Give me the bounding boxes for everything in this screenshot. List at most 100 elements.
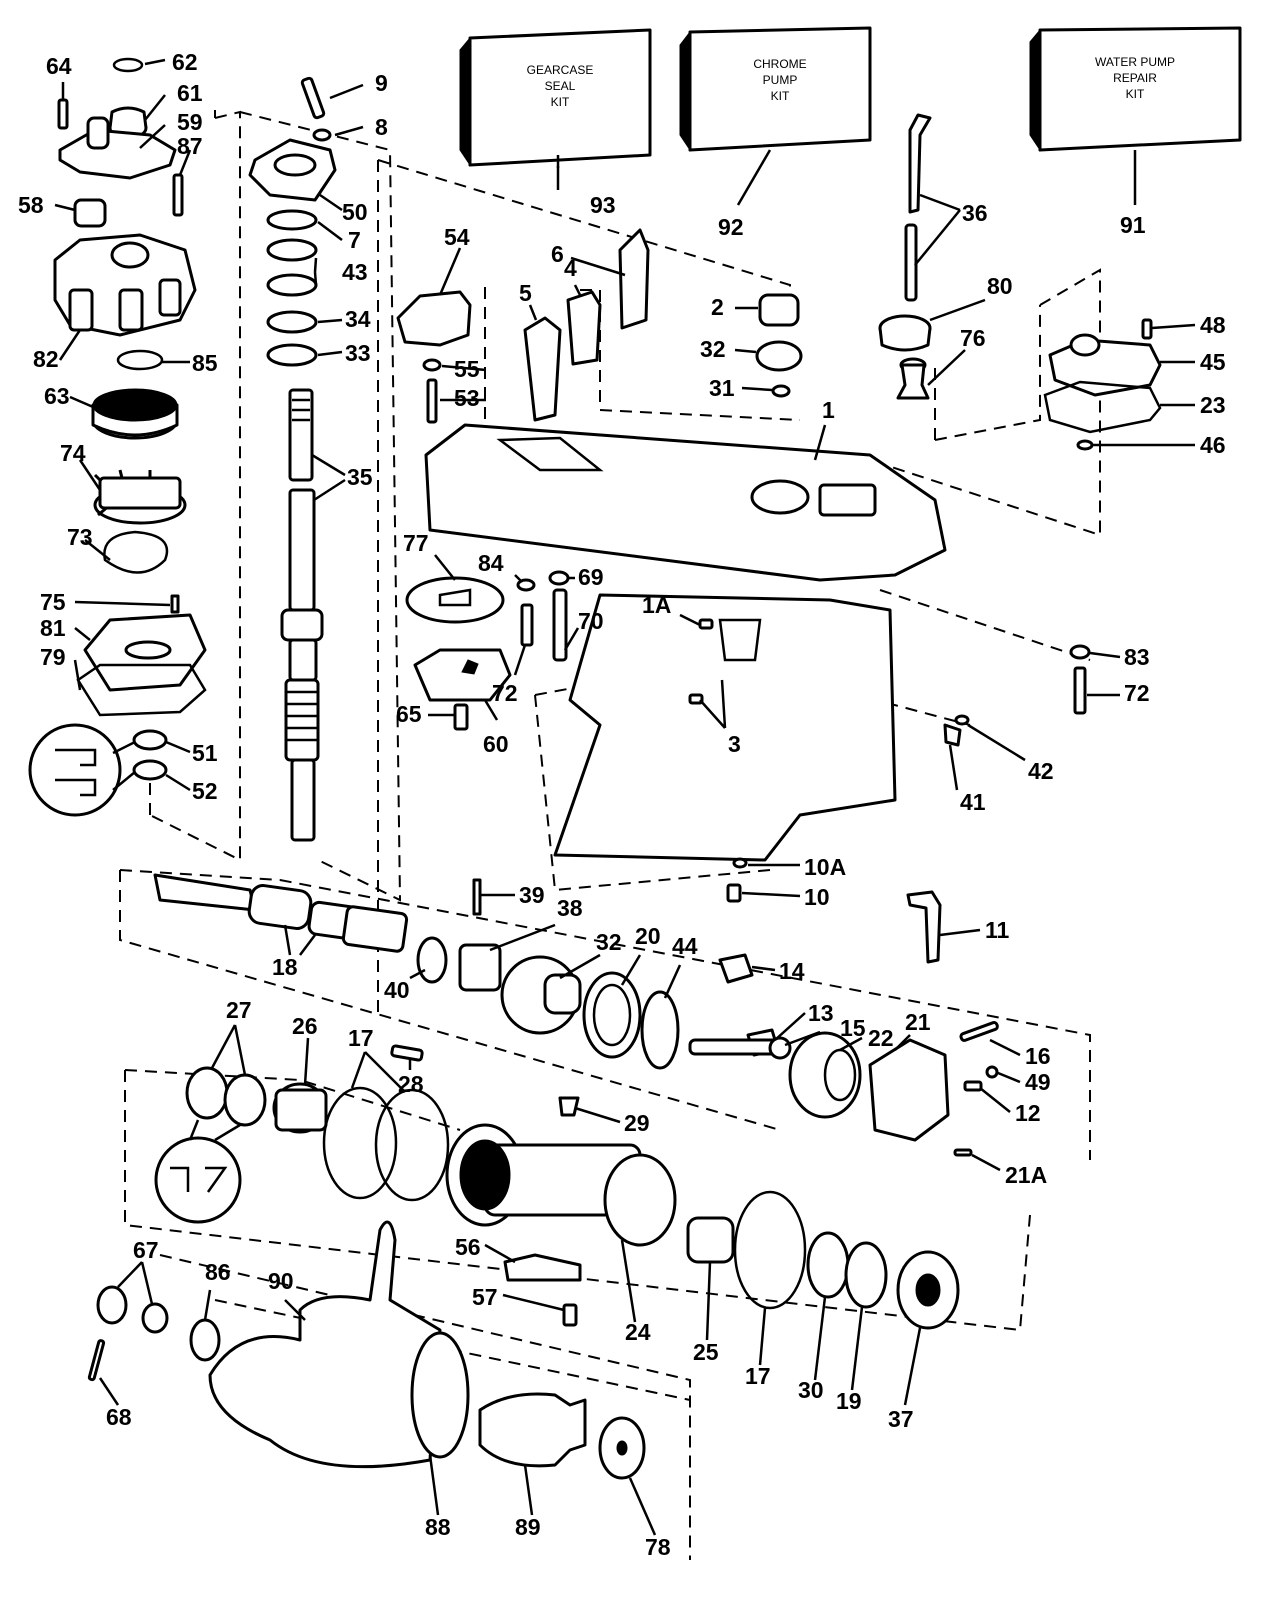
kit-label-line: CHROME: [753, 57, 806, 71]
callout-80: 80: [987, 273, 1013, 299]
callout-19: 19: [836, 1388, 862, 1414]
callout-53: 53: [454, 385, 480, 411]
callout-55: 55: [454, 356, 480, 382]
callout-91: 91: [1120, 212, 1146, 238]
callout-78: 78: [645, 1534, 671, 1560]
callout-18: 18: [272, 954, 298, 980]
callout-36: 36: [962, 200, 988, 226]
callout-74: 74: [60, 440, 86, 466]
callout-31: 31: [709, 375, 735, 401]
kit-label-line: SEAL: [545, 79, 576, 93]
callout-14: 14: [779, 958, 805, 984]
callout-77: 77: [403, 530, 429, 556]
callout-81: 81: [40, 615, 66, 641]
kit-box-chrome-pump: CHROME PUMP KIT: [679, 26, 872, 152]
callout-17-right: 17: [745, 1363, 771, 1389]
callout-16: 16: [1025, 1043, 1051, 1069]
callout-32-forward-gear: 32: [596, 929, 622, 955]
callout-39: 39: [519, 882, 545, 908]
water-pump-parts: [28, 57, 207, 817]
callout-52: 52: [192, 778, 218, 804]
callout-23: 23: [1200, 392, 1226, 418]
callout-89: 89: [515, 1514, 541, 1540]
callout-7: 7: [348, 227, 361, 253]
callout-13: 13: [808, 1000, 834, 1026]
callout-12: 12: [1015, 1100, 1041, 1126]
callout-92: 92: [718, 214, 744, 240]
callout-40: 40: [384, 977, 410, 1003]
callout-1: 1: [822, 397, 835, 423]
callout-42: 42: [1028, 758, 1054, 784]
callout-86: 86: [205, 1259, 231, 1285]
callout-10: 10: [804, 884, 830, 910]
callout-76: 76: [960, 325, 986, 351]
drive-shaft-parts: [248, 76, 337, 842]
callout-45: 45: [1200, 349, 1226, 375]
callout-82: 82: [33, 346, 59, 372]
callout-51: 51: [192, 740, 218, 766]
callout-5: 5: [519, 280, 532, 306]
bearing-housing-parts: [154, 1044, 960, 1330]
callout-22: 22: [868, 1025, 894, 1051]
callout-56: 56: [455, 1234, 481, 1260]
callout-68: 68: [106, 1404, 132, 1430]
kit-box-gearcase-seal: GEARCASE SEAL KIT: [459, 28, 652, 167]
callout-60: 60: [483, 731, 509, 757]
propeller-parts: [87, 1220, 646, 1480]
callout-59: 59: [177, 109, 203, 135]
callout-93: 93: [590, 192, 616, 218]
callout-87: 87: [177, 133, 203, 159]
callout-62: 62: [172, 49, 198, 75]
callout-48: 48: [1200, 312, 1226, 338]
callout-21A: 21A: [1005, 1162, 1047, 1188]
kit-box-water-pump-repair: WATER PUMP REPAIR KIT: [1029, 26, 1242, 152]
callout-1A: 1A: [642, 592, 671, 618]
callout-73: 73: [67, 524, 93, 550]
callout-33: 33: [345, 340, 371, 366]
callout-90: 90: [268, 1268, 294, 1294]
callout-49: 49: [1025, 1069, 1051, 1095]
callout-85: 85: [192, 350, 218, 376]
callout-72: 72: [492, 680, 518, 706]
callout-67: 67: [133, 1237, 159, 1263]
callout-64: 64: [46, 53, 72, 79]
kit-label-line: KIT: [771, 89, 790, 103]
callout-57: 57: [472, 1284, 498, 1310]
callout-50: 50: [342, 199, 368, 225]
callout-28: 28: [398, 1071, 424, 1097]
callout-10A: 10A: [804, 854, 846, 880]
callout-79: 79: [40, 644, 66, 670]
callout-9: 9: [375, 70, 388, 96]
callout-25: 25: [693, 1339, 719, 1365]
callout-15: 15: [840, 1015, 866, 1041]
callout-numbers: 64 62 61 59 87 58 9 8 50 7 43 34 33 35 8…: [18, 49, 1226, 1560]
shift-rod-parts: [878, 113, 1162, 451]
callout-29: 29: [624, 1110, 650, 1136]
kit-label-line: KIT: [1126, 87, 1145, 101]
callout-58: 58: [18, 192, 44, 218]
callout-69: 69: [578, 564, 604, 590]
callout-46: 46: [1200, 432, 1226, 458]
callout-34: 34: [345, 306, 371, 332]
callout-4: 4: [564, 255, 577, 281]
callout-38: 38: [557, 895, 583, 921]
callout-35: 35: [347, 464, 373, 490]
callout-37: 37: [888, 1406, 914, 1432]
kit-label-line: KIT: [551, 95, 570, 109]
leader-lines: [54, 58, 1196, 1536]
callout-84: 84: [478, 550, 504, 576]
kit-label-line: PUMP: [763, 73, 798, 87]
callout-63: 63: [44, 383, 70, 409]
callout-75: 75: [40, 589, 66, 615]
callout-70: 70: [578, 608, 604, 634]
callout-2: 2: [711, 294, 724, 320]
kit-label-line: GEARCASE: [527, 63, 594, 77]
callout-8: 8: [375, 114, 388, 140]
propeller-shaft-parts: [153, 873, 999, 1157]
callout-27: 27: [226, 997, 252, 1023]
anode-and-trim-parts: [405, 570, 1091, 731]
callout-61: 61: [177, 80, 203, 106]
callout-11: 11: [985, 917, 1010, 943]
callout-30: 30: [798, 1377, 824, 1403]
